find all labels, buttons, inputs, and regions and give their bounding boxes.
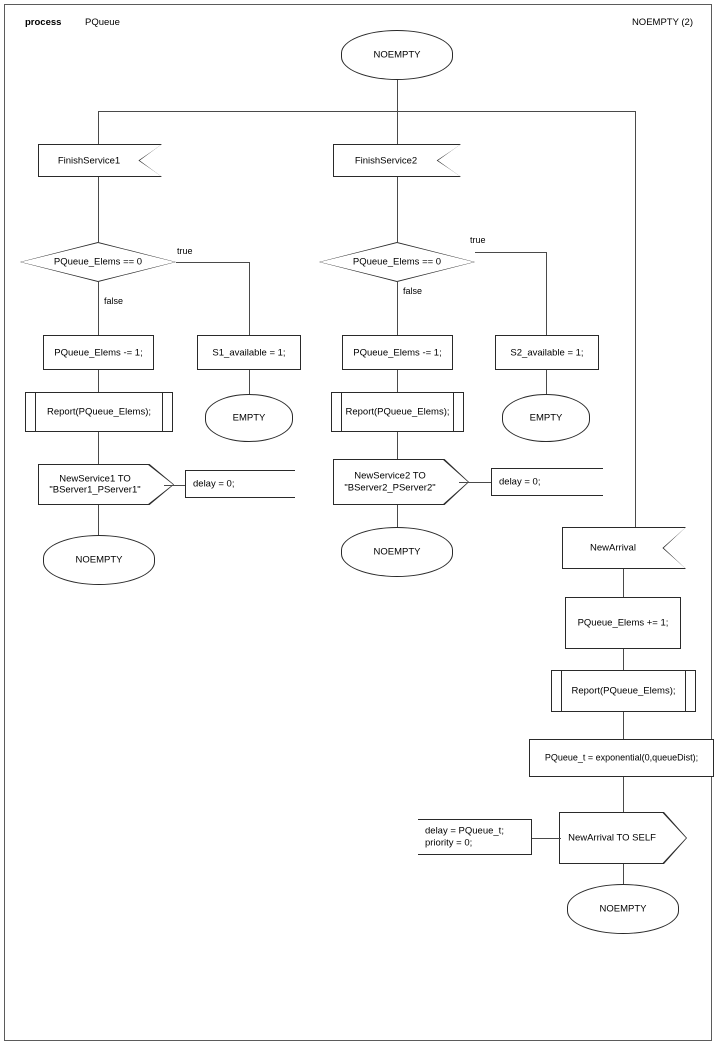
decision-1-true-label: true (177, 246, 193, 256)
state-noempty-3-label: NOEMPTY (599, 903, 647, 915)
connector-d1-false-v (98, 282, 99, 335)
connector-fs1-to-decision1 (98, 177, 99, 242)
procedure-report-1-label: Report(PQueue_Elems); (46, 406, 152, 418)
task-exponential-draw[interactable]: PQueue_t = exponential(0,queueDist); (529, 739, 714, 777)
connector-fs2-to-decision2 (397, 177, 398, 242)
connector-output3-to-state (623, 864, 624, 884)
connector-newarrival-to-inc (623, 569, 624, 597)
connector-comment2-link (459, 482, 492, 483)
connector-start-stem (397, 80, 398, 111)
comment-delay-2: delay = 0; (491, 468, 603, 496)
procedure-report-1[interactable]: Report(PQueue_Elems); (25, 392, 173, 432)
connector-drop-finishservice1 (98, 111, 99, 144)
comment-delay-priority: delay = PQueue_t; priority = 0; (418, 819, 532, 855)
input-finishservice1[interactable]: FinishService1 (38, 144, 162, 177)
procedure-report-3-label: Report(PQueue_Elems); (571, 685, 676, 697)
connector-report1-to-output1 (98, 432, 99, 464)
procedure-report-2-label: Report(PQueue_Elems); (345, 406, 450, 418)
task-pqueue-elems-increment[interactable]: PQueue_Elems += 1; (565, 597, 681, 649)
connector-comment1-link (164, 485, 186, 486)
connector-s2-to-empty (546, 370, 547, 394)
connector-s1-to-empty (249, 370, 250, 394)
output-newservice1[interactable]: NewService1 TO "BServer1_PServer1" (38, 464, 174, 505)
connector-d2-false-v (397, 282, 398, 335)
connector-report2-to-output2 (397, 432, 398, 464)
task-dec2-label: PQueue_Elems -= 1; (353, 346, 442, 358)
connector-output1-to-state (98, 505, 99, 535)
state-empty-2-label: EMPTY (529, 412, 563, 424)
decision-1-false-label: false (104, 296, 124, 306)
connector-output2-to-state (397, 505, 398, 527)
comment-delay-priority-label: delay = PQueue_t; priority = 0; (425, 825, 504, 849)
connector-d1-true-v (249, 262, 250, 335)
task-s1-available-label: S1_available = 1; (212, 346, 286, 358)
header-page-reference: NOEMPTY (2) (631, 17, 693, 28)
state-noempty-1[interactable]: NOEMPTY (43, 535, 155, 585)
comment-delay-2-label: delay = 0; (499, 476, 541, 488)
connector-inc-to-report3 (623, 649, 624, 670)
state-empty-1[interactable]: EMPTY (205, 394, 293, 442)
connector-task2-to-report2 (397, 370, 398, 392)
task-inc-label: PQueue_Elems += 1; (577, 617, 669, 629)
page-border-frame (4, 4, 712, 1041)
state-noempty-2[interactable]: NOEMPTY (341, 527, 453, 577)
decision-2-true-label: true (470, 235, 486, 245)
output-newarrival-to-self[interactable]: NewArrival TO SELF (559, 812, 687, 864)
state-noempty-start[interactable]: NOEMPTY (341, 30, 453, 80)
connector-task1-to-report1 (98, 370, 99, 392)
output-newservice2[interactable]: NewService2 TO "BServer2_PServer2" (333, 459, 469, 505)
connector-branch-bar (98, 111, 636, 112)
header-diagram-name: PQueue (85, 17, 120, 28)
connector-d1-true-h (176, 262, 249, 263)
connector-d2-true-v (546, 252, 547, 335)
state-noempty-1-label: NOEMPTY (75, 554, 123, 566)
state-empty-1-label: EMPTY (232, 412, 266, 424)
connector-report3-to-exponential (623, 712, 624, 739)
connector-drop-newarrival (635, 111, 636, 527)
task-dec1-label: PQueue_Elems -= 1; (54, 346, 143, 358)
decision-2-false-label: false (403, 286, 423, 296)
connector-drop-finishservice2 (397, 111, 398, 144)
task-s1-available[interactable]: S1_available = 1; (197, 335, 301, 370)
state-noempty-2-label: NOEMPTY (373, 546, 421, 558)
procedure-report-3[interactable]: Report(PQueue_Elems); (551, 670, 696, 712)
task-pqueue-elems-decrement-1[interactable]: PQueue_Elems -= 1; (43, 335, 154, 370)
state-noempty-start-label: NOEMPTY (373, 49, 421, 61)
task-exponential-label: PQueue_t = exponential(0,queueDist); (544, 752, 699, 763)
header-kind-label: process (25, 17, 62, 28)
connector-comment3-link (531, 838, 561, 839)
task-s2-available-label: S2_available = 1; (510, 346, 584, 358)
task-s2-available[interactable]: S2_available = 1; (495, 335, 599, 370)
comment-delay-1-label: delay = 0; (193, 478, 235, 490)
connector-d2-true-h (475, 252, 547, 253)
comment-delay-1: delay = 0; (185, 470, 295, 498)
task-pqueue-elems-decrement-2[interactable]: PQueue_Elems -= 1; (342, 335, 453, 370)
connector-exponential-to-output3 (623, 777, 624, 812)
procedure-report-2[interactable]: Report(PQueue_Elems); (331, 392, 464, 432)
state-empty-2[interactable]: EMPTY (502, 394, 590, 442)
state-noempty-3[interactable]: NOEMPTY (567, 884, 679, 934)
